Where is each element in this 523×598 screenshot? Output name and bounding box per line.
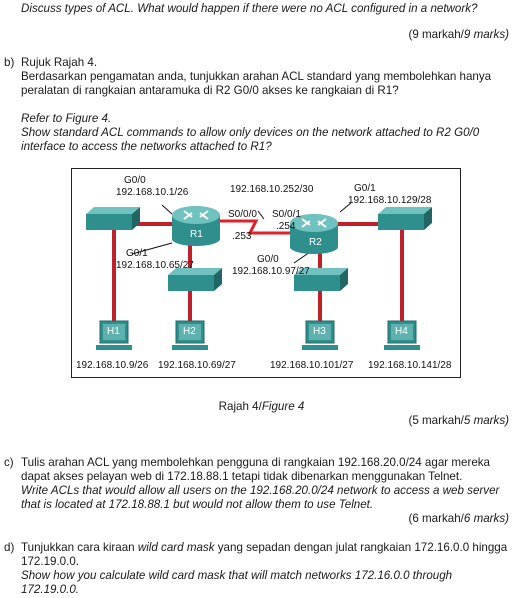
serial-link	[220, 219, 290, 235]
r1-s000-name: S0/0/0	[228, 209, 257, 220]
marks-ms: (5 markah/	[408, 414, 464, 427]
part-d-label: d)	[4, 541, 15, 554]
part-c-en-line1: Write ACLs that would allow all users on…	[21, 484, 500, 497]
r2-g00-name: G0/0	[257, 254, 279, 265]
switch-icon	[86, 207, 140, 230]
marks-en: 5 marks)	[463, 414, 509, 427]
pc-icon	[172, 320, 208, 350]
serial-network: 192.168.10.252/30	[230, 184, 314, 195]
pointer-arrows	[131, 202, 352, 264]
router-icon	[290, 214, 338, 254]
part-b-marks: (5 markah/5 marks)	[408, 414, 509, 428]
figure-caption: Rajah 4/Figure 4	[0, 400, 523, 413]
part-d-ms-b: wild card mask	[137, 541, 215, 554]
switch-icon	[168, 268, 222, 291]
pc-icon	[384, 320, 420, 350]
r1-g00-ip: 192.168.10.1/26	[116, 187, 189, 198]
part-c-ms-line2: dapat akses pelayan web di 172.18.88.1 t…	[21, 470, 463, 483]
host-label-h4: H4	[395, 326, 408, 337]
part-c-ms-line1: Tulis arahan ACL yang membolehkan penggu…	[21, 456, 491, 469]
pc-icon	[302, 320, 338, 350]
host-ip-h3: 192.168.10.101/27	[270, 360, 354, 371]
part-d-ms-line1: Tunjukkan cara kiraan wild card mask yan…	[21, 541, 507, 555]
part-d-en-line2: 172.19.0.0.	[21, 583, 80, 596]
r1-s000-ip: .253	[232, 231, 252, 242]
part-d-en-line1: Show how you calculate wild card mask th…	[21, 569, 453, 582]
part-d-ms-a: Tunjukkan cara kiraan	[21, 541, 138, 554]
caption-ms: Rajah 4/	[218, 400, 262, 413]
r2-g01-ip: 192.168.10.129/28	[348, 195, 432, 206]
marks-ms: (9 markah/	[408, 28, 464, 41]
part-d-ms-c: yang sepadan dengan julat rangkaian 172.…	[214, 541, 508, 554]
router-icon	[172, 206, 220, 246]
switch-icon	[294, 268, 348, 291]
part-c-marks: (6 markah/6 marks)	[408, 512, 509, 526]
marks-en: 6 marks)	[463, 512, 509, 525]
switch-icon	[378, 207, 432, 230]
part-b-ms-line3: peralatan di rangkaian antaramuka di R2 …	[21, 84, 399, 97]
part-d-ms-line2: 172.19.0.0.	[21, 555, 80, 568]
pc-icon	[96, 320, 132, 350]
part-c-en-line2: that is located at 172.18.88.1 but would…	[21, 498, 374, 511]
part-b-ms-line2: Berdasarkan pengamatan anda, tunjukkan a…	[21, 70, 492, 83]
r2-s001-ip: .254	[276, 221, 296, 232]
part-b-en-line1: Refer to Figure 4.	[21, 112, 112, 125]
r2-label: R2	[309, 237, 322, 248]
part-b-ms-line1: Rujuk Rajah 4.	[21, 56, 98, 69]
host-label-h1: H1	[107, 326, 120, 337]
r2-g00-ip: 192.168.10.97/27	[232, 266, 310, 277]
caption-en: Figure 4	[261, 400, 305, 413]
host-ip-h2: 192.168.10.69/27	[158, 360, 236, 371]
topology-drawing	[86, 202, 432, 350]
r1-g00-name: G0/0	[124, 175, 146, 186]
r1-label: R1	[190, 229, 203, 240]
part-b-label: b)	[4, 56, 15, 69]
host-label-h3: H3	[313, 326, 326, 337]
r2-s001-name: S0/0/1	[272, 209, 301, 220]
part-b-en-line2: Show standard ACL commands to allow only…	[21, 126, 480, 139]
network-diagram: G0/0 192.168.10.1/26 192.168.10.252/30 G…	[71, 168, 461, 378]
marks-en: 9 marks)	[463, 28, 509, 41]
intro-question: Discuss types of ACL. What would happen …	[21, 2, 478, 15]
intro-marks: (9 markah/9 marks)	[408, 28, 509, 42]
host-ip-h1: 192.168.10.9/26	[76, 360, 149, 371]
part-b-en-line3: interface to access the networks attache…	[21, 140, 272, 153]
host-label-h2: H2	[183, 326, 196, 337]
r1-g01-name: G0/1	[126, 248, 148, 259]
part-c-label: c)	[4, 456, 14, 469]
marks-ms: (6 markah/	[408, 512, 464, 525]
r1-g01-ip: 192.168.10.65/27	[116, 260, 194, 271]
r2-g01-name: G0/1	[354, 183, 376, 194]
host-ip-h4: 192.168.10.141/28	[368, 360, 452, 371]
